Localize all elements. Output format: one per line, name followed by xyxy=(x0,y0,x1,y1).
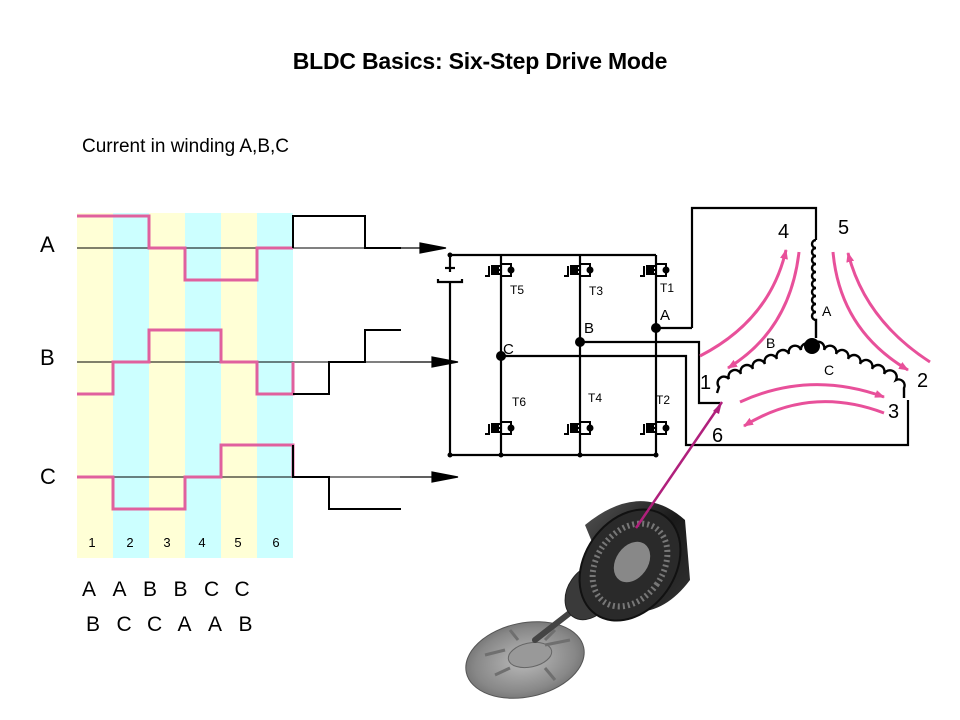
arrow-2-to-5 xyxy=(846,252,931,364)
phase-label-b: B xyxy=(40,345,55,370)
node-b-dot xyxy=(575,337,585,347)
pointer-arrowhead xyxy=(713,402,722,414)
star-point xyxy=(804,338,820,354)
phase-arrows xyxy=(400,242,459,483)
transistor-label-t3: T3 xyxy=(589,284,603,298)
step-stripe xyxy=(221,213,257,558)
arrow-6-to-3 xyxy=(739,383,885,404)
winding-label-b: B xyxy=(766,335,775,351)
current-waveforms xyxy=(77,214,295,511)
continuation-a xyxy=(292,215,401,249)
position-label-5: 5 xyxy=(838,217,849,239)
mosfet-t4 xyxy=(564,419,594,437)
step-stripe xyxy=(113,213,149,558)
sequence-item: C xyxy=(147,613,163,636)
sequence-item: A xyxy=(177,613,192,636)
step-stripe xyxy=(77,213,113,558)
step-label: 5 xyxy=(234,535,241,550)
position-label-6: 6 xyxy=(712,425,723,447)
node-a-dot xyxy=(651,323,661,333)
sequence-item: A xyxy=(112,578,127,601)
arrow-5-to-2 xyxy=(831,251,909,372)
sequence-item: C xyxy=(234,578,250,601)
step-label: 4 xyxy=(198,535,205,550)
mosfet-t2 xyxy=(640,419,670,437)
transistor-label-t6: T6 xyxy=(512,395,526,409)
step-label: 6 xyxy=(272,535,279,550)
step-stripe xyxy=(149,213,185,558)
step-stripe xyxy=(185,213,221,558)
position-label-3: 3 xyxy=(888,401,899,423)
field-arrows xyxy=(699,249,931,428)
position-label-1: 1 xyxy=(700,372,711,394)
transistor-label-t5: T5 xyxy=(510,283,524,297)
sequence-item: B xyxy=(238,613,253,636)
waveform-b xyxy=(77,328,295,396)
transistor-label-t2: T2 xyxy=(656,393,670,407)
mosfet-t3 xyxy=(564,261,594,279)
continuation-c xyxy=(292,445,401,510)
sequence-item: C xyxy=(204,578,220,601)
sequence-item: B xyxy=(143,578,158,601)
mosfets xyxy=(485,261,670,437)
position-label-4: 4 xyxy=(778,221,789,243)
step-label: 1 xyxy=(88,535,95,550)
sequence-item: B xyxy=(86,613,101,636)
waveform-c xyxy=(77,443,295,511)
node-label-a: A xyxy=(660,307,670,324)
step-label: 2 xyxy=(126,535,133,550)
mosfet-t1 xyxy=(640,261,670,279)
sequence-item: C xyxy=(116,613,132,636)
continuation-b xyxy=(293,329,401,395)
node-c-dot xyxy=(496,351,506,361)
rail-dots xyxy=(447,252,659,458)
phase-label-a: A xyxy=(40,232,55,257)
sequence-item: A xyxy=(208,613,223,636)
subtitle: Current in winding A,B,C xyxy=(82,136,289,157)
transistor-label-t4: T4 xyxy=(588,391,602,405)
position-label-2: 2 xyxy=(917,370,928,392)
pointer-line xyxy=(634,401,724,529)
continuation-waveforms xyxy=(292,215,401,510)
step-stripe xyxy=(257,213,293,558)
motor-windings xyxy=(715,238,906,398)
commutation-sequence-bottom: B C C A A B xyxy=(86,613,269,637)
arrow-3-to-6 xyxy=(743,400,885,428)
step-label: 3 xyxy=(163,535,170,550)
inverter-bridge xyxy=(436,206,910,457)
step-stripes xyxy=(77,213,293,558)
slide-title: BLDC Basics: Six-Step Drive Mode xyxy=(292,48,668,74)
commutation-sequence-top: A A B B C C xyxy=(82,578,265,602)
arrow-4-to-1 xyxy=(727,251,801,370)
winding-label-a: A xyxy=(822,303,832,319)
sequence-item: B xyxy=(173,578,188,601)
winding-label-c: C xyxy=(824,362,834,378)
mosfet-t5 xyxy=(485,261,515,279)
node-label-c: C xyxy=(503,341,514,358)
phase-label-c: C xyxy=(40,464,56,489)
mosfet-t6 xyxy=(485,419,515,437)
sequence-item: A xyxy=(82,578,97,601)
motor-photo xyxy=(465,501,690,699)
node-label-b: B xyxy=(584,320,594,337)
arrow-1-to-4 xyxy=(699,249,788,358)
waveform-a xyxy=(77,214,293,282)
transistor-label-t1: T1 xyxy=(660,281,674,295)
